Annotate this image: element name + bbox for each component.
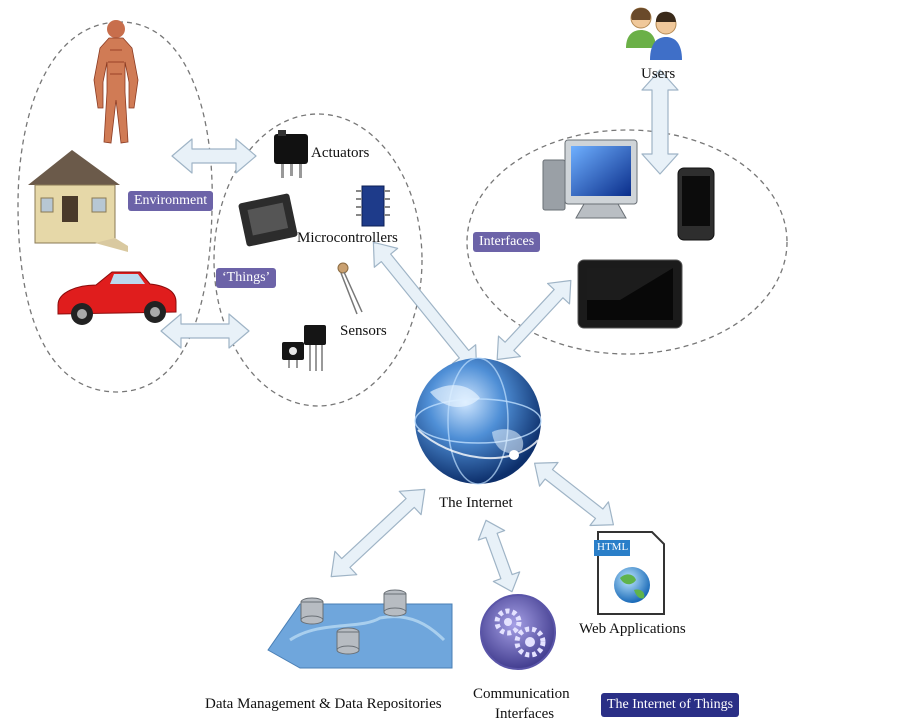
arrow-environment-actuators [171, 138, 257, 174]
data-repository-map-icon [267, 589, 453, 669]
car-icon [57, 271, 177, 325]
arrows [160, 69, 679, 593]
users-icon [626, 7, 682, 60]
communication-gears-icon [480, 594, 556, 670]
desktop-monitor-icon [542, 139, 638, 219]
environment-ellipse [17, 21, 213, 393]
arrow-interfaces-internet [496, 279, 572, 361]
actuators-label: Actuators [311, 145, 370, 161]
users-label: Users [641, 66, 676, 82]
environment-badge: Environment [128, 191, 214, 211]
things-badge: ‘Things’ [216, 268, 277, 288]
web-application-icon [594, 531, 665, 615]
actuator-icon [274, 130, 308, 178]
communication-label: Communication [473, 686, 570, 702]
sensors-label: Sensors [340, 323, 387, 339]
house-icon [28, 150, 128, 252]
tablet-icon [577, 259, 683, 329]
iot-title-badge: The Internet of Things [601, 693, 740, 717]
smartphone-icon [677, 167, 715, 241]
arrow-internet-data [330, 488, 426, 578]
internet-label: The Internet [439, 495, 513, 511]
arrow-internet-web [533, 461, 615, 527]
communication-interfaces-label: Interfaces [495, 706, 555, 722]
arrow-environment-sensors [160, 313, 250, 349]
html-tag-label: HTML [597, 541, 629, 553]
human-body-icon [93, 20, 139, 144]
things-ellipse [213, 113, 423, 407]
arrow-internet-communication [477, 519, 521, 593]
microcontroller-chip-icon [356, 185, 390, 227]
internet-globe-icon [414, 357, 542, 485]
sensor-probe-icon [337, 262, 363, 315]
arrow-users-interfaces [641, 69, 679, 175]
arrow-things-internet [372, 241, 478, 371]
microcontroller-board-icon [238, 193, 298, 247]
sensor-chip-icon [282, 325, 326, 371]
interfaces-ellipse [466, 129, 788, 355]
data-management-label: Data Management & Data Repositories [205, 696, 442, 712]
web-applications-label: Web Applications [579, 621, 686, 637]
interfaces-badge: Interfaces [473, 232, 541, 252]
microcontrollers-label: Microcontrollers [297, 230, 398, 246]
